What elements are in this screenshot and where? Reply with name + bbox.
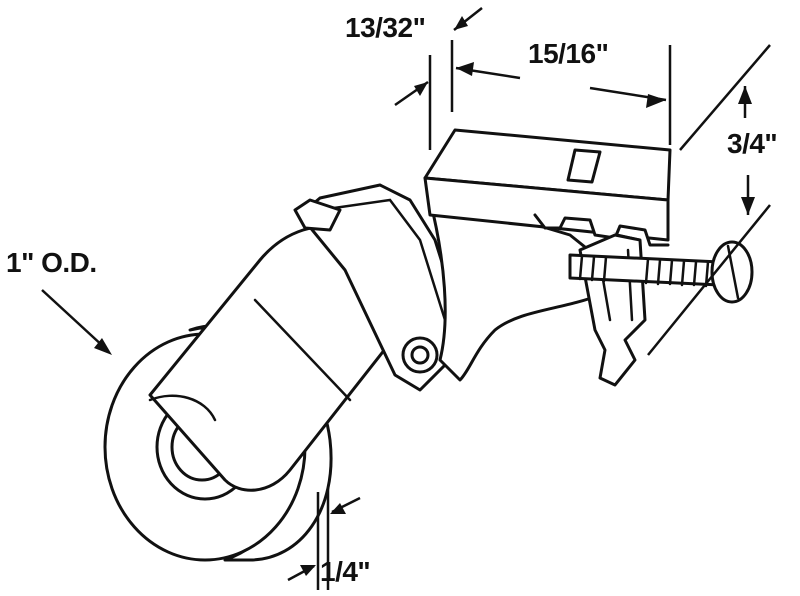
dim-3-4-arrow-top <box>738 86 752 104</box>
label-3-4: 3/4" <box>727 128 778 159</box>
rear-arm-body <box>428 198 602 382</box>
screw-threads <box>578 254 710 288</box>
dim-od-leader <box>41 289 106 349</box>
dim-1-4-marks <box>287 488 361 590</box>
dim-od-arrow <box>94 338 112 355</box>
housing-tab <box>293 198 342 232</box>
label-15-16: 15/16" <box>528 38 609 69</box>
block-slot <box>566 148 602 184</box>
rear-arm <box>428 198 602 382</box>
dim-3-4-arrow-bottom <box>741 197 755 215</box>
yoke-edge <box>148 394 217 422</box>
adjust-screw <box>568 240 754 304</box>
dim-1-4-arrow-left <box>300 565 316 576</box>
dim-13-32-marks <box>394 7 483 150</box>
dim-15-16-arrow-left <box>456 62 474 76</box>
dim-od-marks <box>41 289 112 355</box>
housing-inner-edge <box>318 198 447 322</box>
dim-3-4-ext-bottom <box>647 204 771 356</box>
pivot-rivet-inner <box>410 345 430 365</box>
block-front <box>423 176 670 242</box>
mounting-block <box>423 128 672 247</box>
label-1-4: 1/4" <box>320 556 371 587</box>
yoke-seam <box>253 298 352 402</box>
label-outer-diameter: 1" O.D. <box>6 247 97 278</box>
label-13-32: 13/32" <box>345 12 426 43</box>
dim-15-16-marks <box>455 45 672 145</box>
dim-13-32-arrow-left <box>414 82 428 96</box>
dim-3-4-marks <box>647 44 771 356</box>
dim-15-16-arrow-right <box>646 94 666 108</box>
dim-1-4-arrow-right <box>330 503 346 514</box>
dim-3-4-ext-top <box>679 44 771 151</box>
dim-13-32-arrow-right <box>454 16 468 30</box>
